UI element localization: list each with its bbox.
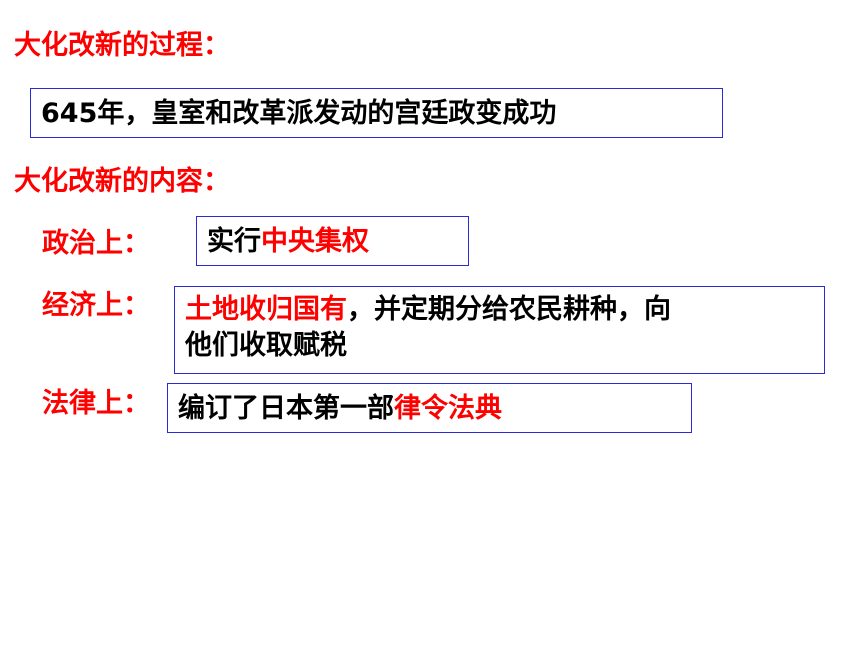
economy-highlight: 土地收归国有: [185, 294, 347, 325]
process-heading: 大化改新的过程：: [14, 30, 230, 61]
law-label: 法律上：: [42, 388, 150, 419]
process-box: 645年，皇室和改革派发动的宫廷政变成功: [30, 88, 723, 138]
process-text: 645年，皇室和改革派发动的宫廷政变成功: [41, 98, 557, 129]
content-heading: 大化改新的内容：: [14, 166, 230, 197]
economy-suffix: ，并定期分给农民耕种，向: [347, 294, 671, 325]
politics-box: 实行中央集权: [196, 216, 469, 266]
economy-box: 土地收归国有，并定期分给农民耕种，向 他们收取赋税: [174, 286, 825, 374]
law-box: 编订了日本第一部律令法典: [167, 383, 692, 433]
economy-label: 经济上：: [42, 290, 150, 321]
law-highlight: 律令法典: [394, 393, 502, 424]
politics-label: 政治上：: [42, 228, 150, 259]
politics-highlight: 中央集权: [261, 226, 369, 257]
politics-prefix: 实行: [207, 226, 261, 257]
law-prefix: 编订了日本第一部: [178, 393, 394, 424]
economy-line2: 他们收取赋税: [185, 330, 347, 361]
